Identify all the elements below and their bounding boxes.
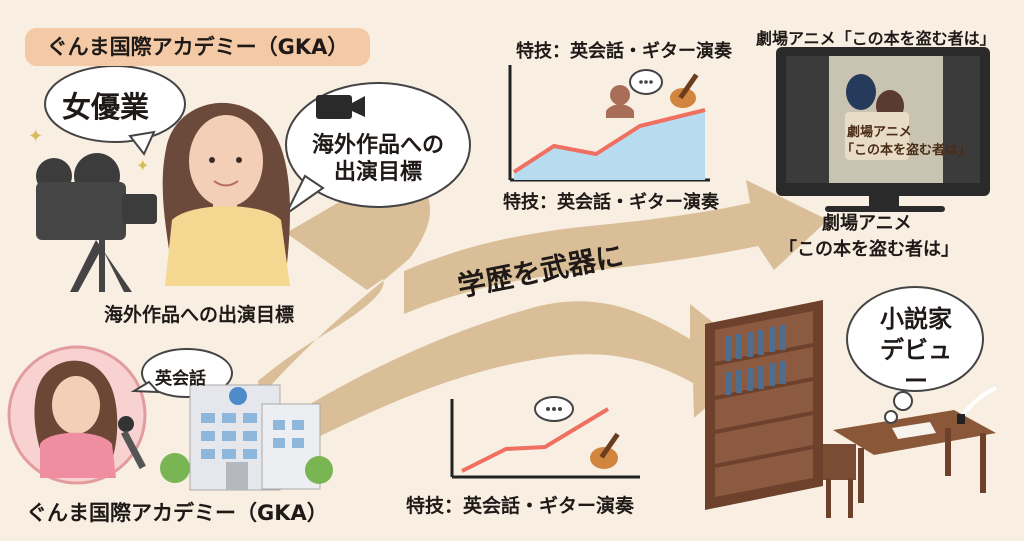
english-speaker <box>7 345 147 485</box>
svg-text:✦: ✦ <box>136 156 149 175</box>
skills-top-label-1: 特技：英会話・ギター演奏 <box>516 41 732 62</box>
poster-title-line-2: 「この本を盗む者は」 <box>841 143 972 158</box>
english-bubble-text: 英会話 <box>155 369 206 389</box>
woman-portrait <box>162 102 290 286</box>
movie-camera-icon: ✦ ✦ <box>28 126 157 292</box>
gka-bottom-label: ぐんま国際アカデミー（GKA） <box>26 501 328 525</box>
svg-text:✦: ✦ <box>28 126 43 147</box>
poster-title-line-1: 劇場アニメ <box>847 125 912 140</box>
novelist-debut-text: 小説家デビュー <box>880 305 952 395</box>
person-icon <box>610 85 630 105</box>
skills-top-label-2: 特技：英会話・ギター演奏 <box>503 192 719 213</box>
bookshelf-icon <box>705 300 823 510</box>
skill-chart-top <box>508 65 710 182</box>
desk-icon <box>823 386 997 518</box>
gka-top-label: ぐんま国際アカデミー（GKA） <box>25 28 370 66</box>
actress-label: 女優業 <box>62 90 150 124</box>
anime-caption-line-1: 劇場アニメ <box>822 213 912 234</box>
goal-bubble <box>285 82 471 215</box>
school-building-icon <box>160 384 333 491</box>
anime-caption-line-2: 「この本を盗む者は」 <box>779 239 959 260</box>
overseas-goal-caption: 海外作品への出演目標 <box>104 304 295 326</box>
tv-display <box>776 47 990 212</box>
career-arrows <box>258 155 828 446</box>
anime-top-title: 劇場アニメ「この本を盗む者は」 <box>756 29 996 48</box>
overseas-goal-bubble-text: 海外作品への出演目標 <box>311 133 444 185</box>
actress-bubble <box>44 65 186 156</box>
novelist-thought-bubble <box>846 286 984 424</box>
skills-bottom-label: 特技：英会話・ギター演奏 <box>406 495 635 517</box>
skill-chart-bottom <box>450 396 640 479</box>
